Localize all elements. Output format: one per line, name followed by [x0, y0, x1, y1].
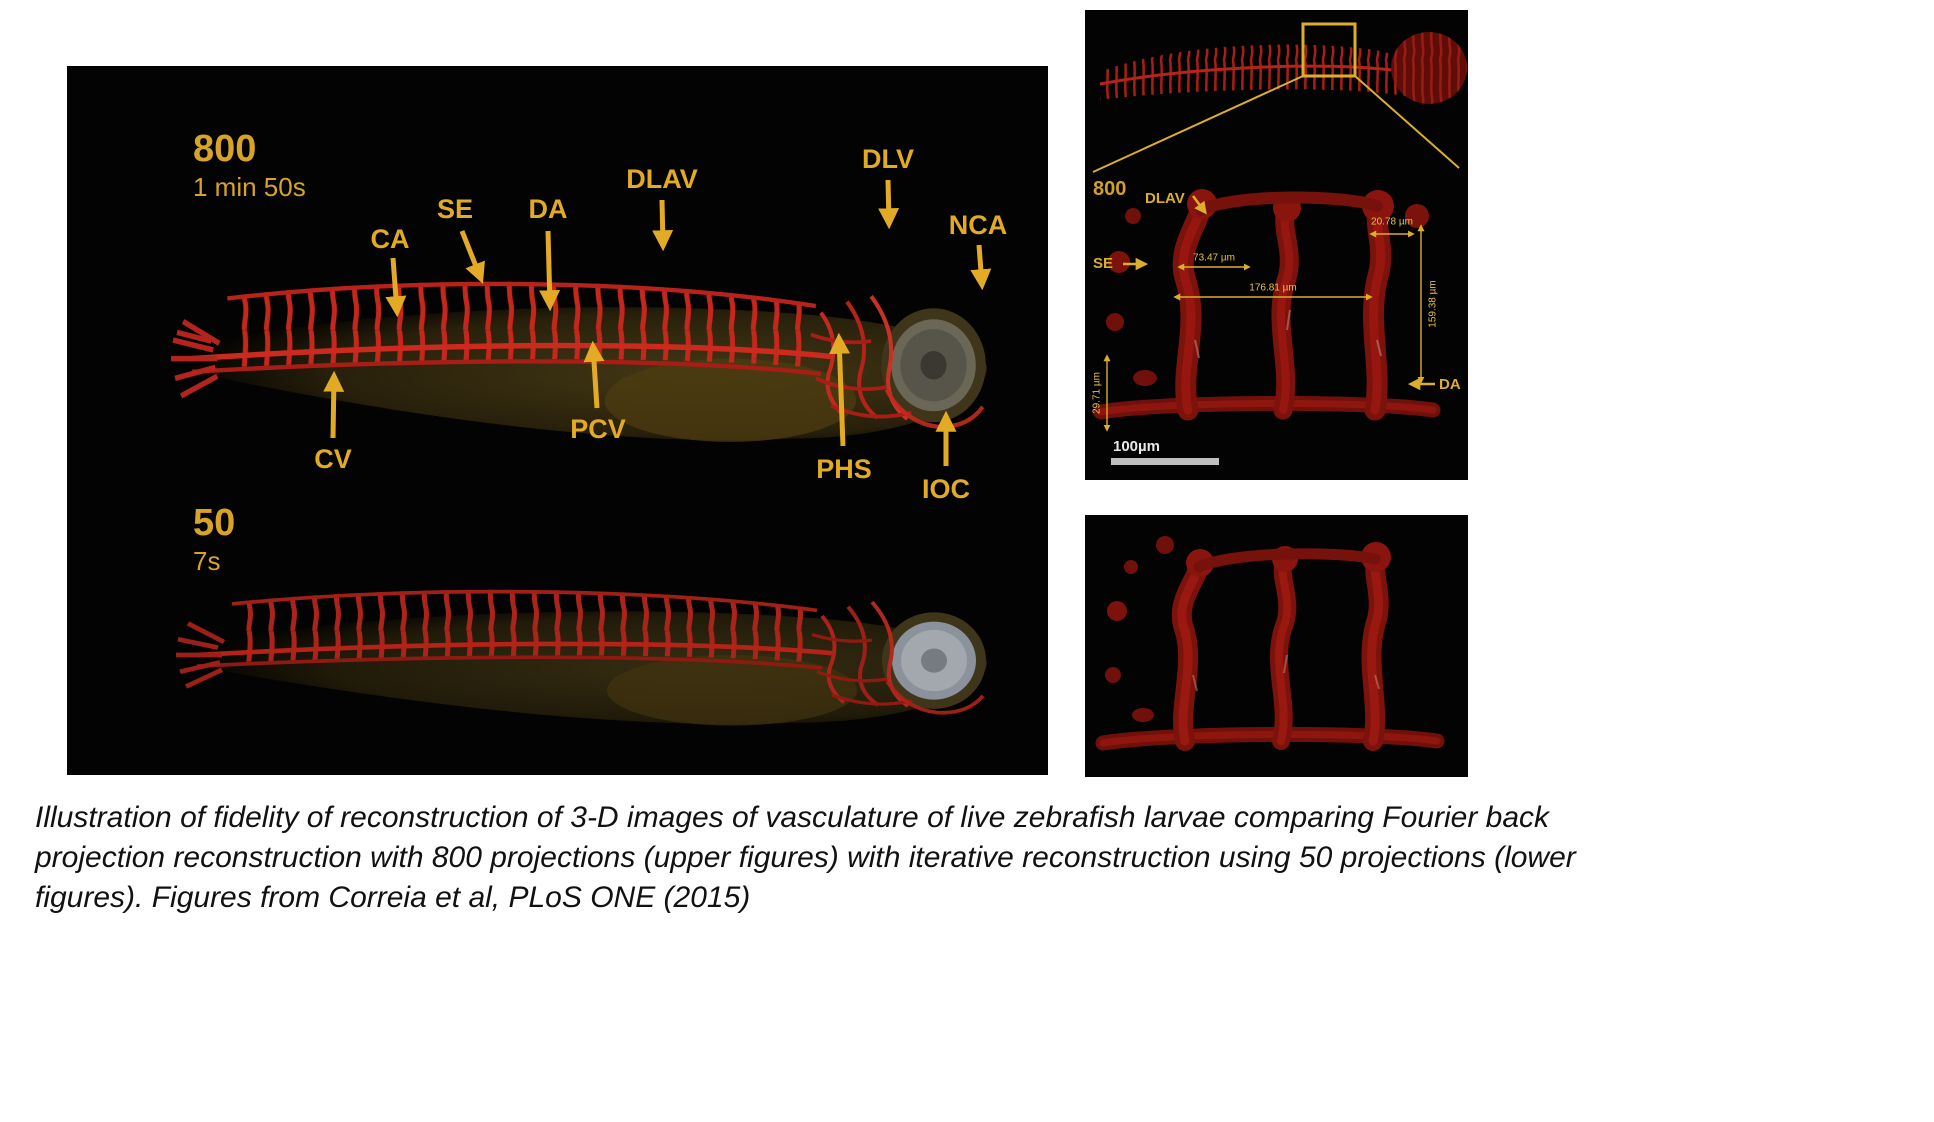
- dlv-label: DLV: [862, 144, 914, 174]
- magnified-vessels-50-rendering: [1095, 536, 1445, 751]
- scale-bar-label: 100µm: [1113, 438, 1161, 455]
- scale-bar: [1111, 458, 1219, 465]
- recon-50-projections-label: 50: [193, 502, 236, 544]
- inset-se-label: SE: [1093, 255, 1114, 272]
- ca-arrow: [385, 257, 407, 318]
- se-label: SE: [436, 194, 474, 224]
- dlv-arrow: [878, 179, 900, 230]
- dlav-arrow: [652, 199, 674, 252]
- inset-800-rendering: [1092, 22, 1467, 465]
- measure-73um-label: 73.47 µm: [1193, 252, 1235, 264]
- annotation-arrows-overlay: [323, 179, 992, 466]
- measure-20um-label: 20.78 µm: [1371, 216, 1413, 228]
- recon-800-time-label: 1 min 50s: [193, 172, 306, 202]
- measure-176um-label: 176.81 µm: [1249, 282, 1297, 294]
- phs-arrow: [829, 332, 851, 447]
- inset-da-label: DA: [1439, 376, 1461, 393]
- measure-159um-label: 159.38 µm: [1427, 280, 1439, 328]
- pcv-arrow: [583, 340, 605, 409]
- main-reconstruction-panel: 800 1 min 50s 50 7s CA SE DA DLAV DLV NC…: [67, 66, 1048, 775]
- inset-800-label: 800: [1093, 178, 1127, 200]
- phs-label: PHS: [816, 454, 872, 484]
- measure-29um-label: 29.71 µm: [1091, 372, 1103, 414]
- measurement-arrows: [1103, 224, 1425, 432]
- zoom-box: [1092, 22, 1460, 173]
- overview-fish-rendering: [1099, 32, 1467, 104]
- dlav-label: DLAV: [626, 164, 698, 194]
- ca-label: CA: [370, 224, 410, 254]
- magnified-vessels-800: [1093, 189, 1441, 421]
- pcv-label: PCV: [570, 414, 626, 444]
- inset-dlav-arrow: [1192, 195, 1207, 215]
- ioc-label: IOC: [921, 474, 971, 504]
- se-arrow: [459, 230, 485, 284]
- inset-800-detail-panel: 800 DLAV SE DA 73.47 µm 176.81 µm 20.78 …: [1085, 10, 1468, 480]
- fish-vasculature: [176, 589, 985, 715]
- cv-arrow: [323, 370, 345, 439]
- inset-label-arrows: [1123, 195, 1435, 391]
- cv-label: CV: [314, 444, 352, 474]
- inset-dlav-label: DLAV: [1145, 190, 1185, 207]
- da-label: DA: [528, 194, 568, 224]
- nca-label: NCA: [948, 210, 1008, 240]
- figure-caption: Illustration of fidelity of reconstructi…: [35, 801, 1576, 914]
- nca-arrow: [970, 244, 992, 291]
- da-arrow: [539, 230, 561, 312]
- recon-50-time-label: 7s: [193, 546, 221, 576]
- inset-50-detail-panel: [1085, 515, 1468, 777]
- recon-800-projections-label: 800: [193, 128, 257, 170]
- zebrafish-50-rendering: [176, 589, 987, 726]
- magnified-vessels-50: [1095, 536, 1445, 751]
